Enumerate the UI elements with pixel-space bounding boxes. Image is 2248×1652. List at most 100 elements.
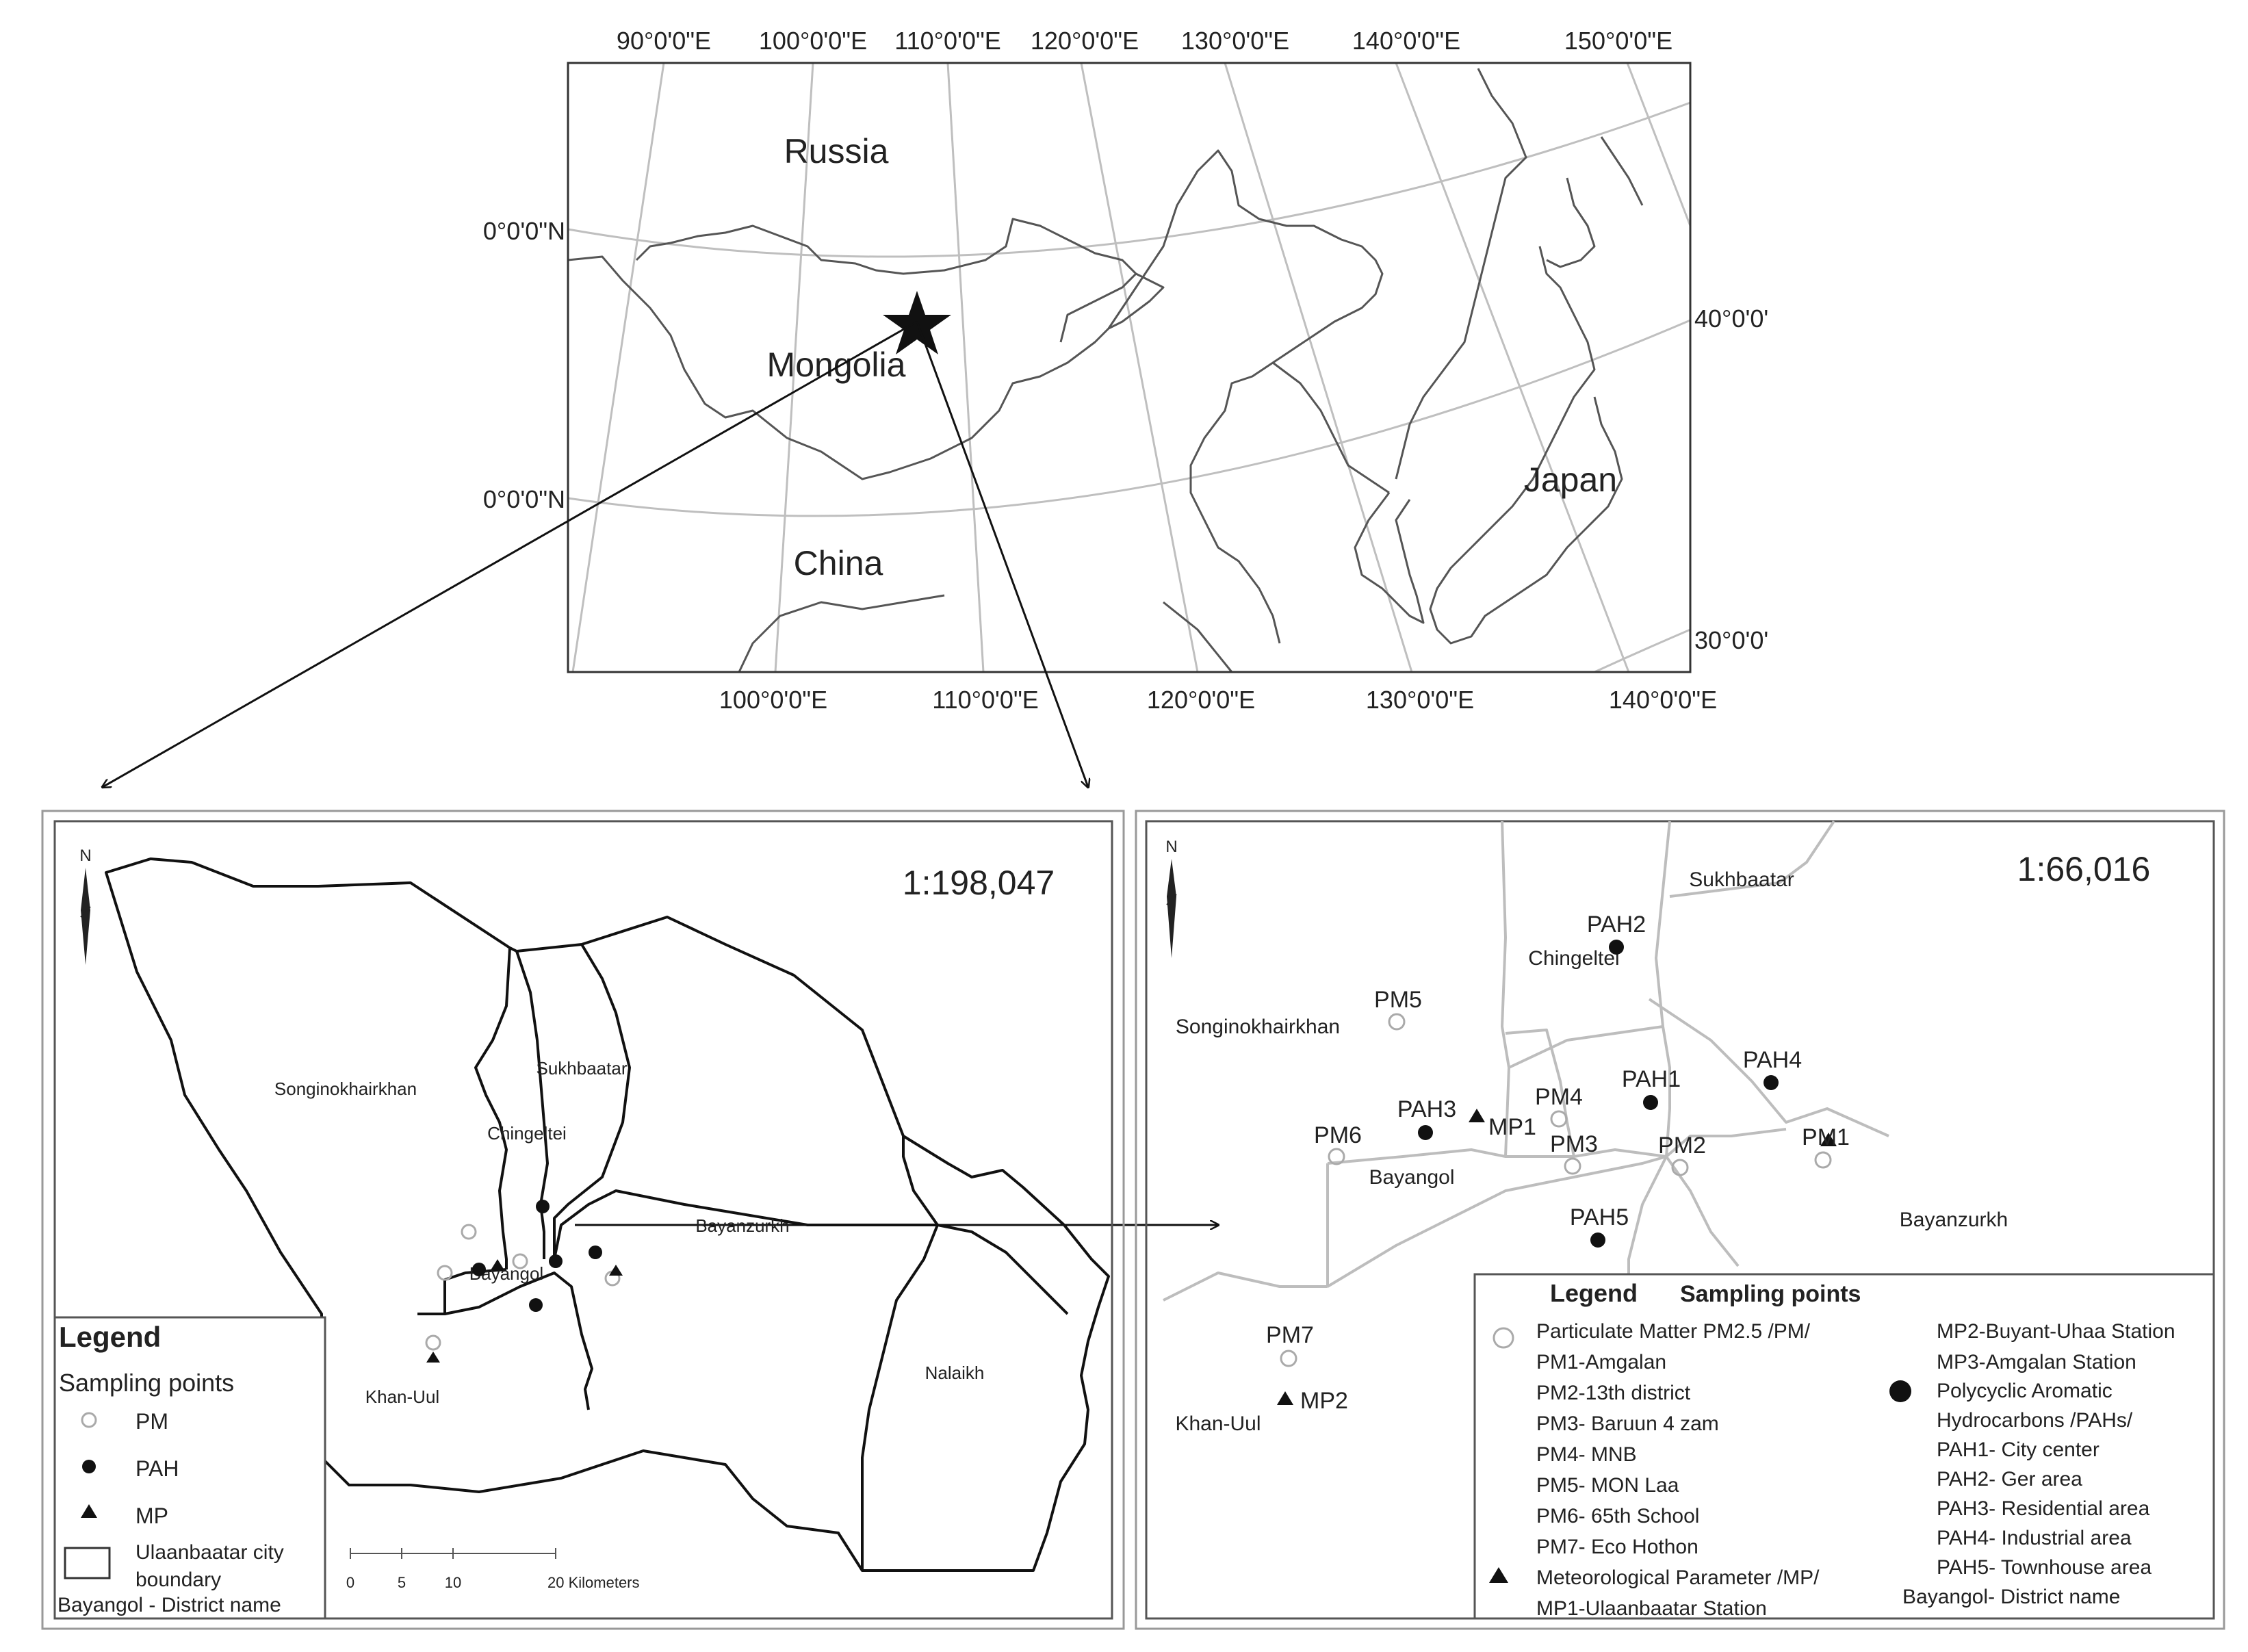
pm-marker xyxy=(461,1224,477,1240)
scale-tick-10: 10 xyxy=(445,1574,461,1591)
pah-marker xyxy=(529,1298,543,1312)
mp-marker xyxy=(1820,1133,1837,1146)
district-label-bayanzurkh: Bayanzurkh xyxy=(1900,1209,2008,1231)
overview-map: 90°0'0"E 100°0'0"E 110°0'0"E 120°0'0"E 1… xyxy=(483,27,1768,714)
legend-pah-item-4: PAH4- Industrial area xyxy=(1937,1527,2132,1549)
legend-mp-symbol xyxy=(81,1504,97,1518)
detail-map: 1:66,016 N Sukhbaatar Chingeltei Songino… xyxy=(1135,810,2225,1630)
pah-marker xyxy=(549,1254,563,1268)
mp-marker xyxy=(1469,1109,1485,1122)
connector-arrows xyxy=(103,320,1218,1225)
legend-mp-symbol xyxy=(1489,1567,1508,1583)
point-label-mp2: MP2 xyxy=(1300,1388,1348,1414)
pm-marker xyxy=(1550,1110,1568,1128)
arrow-to-detail-map xyxy=(916,321,1088,787)
country-label-japan: Japan xyxy=(1524,461,1617,499)
detail-district-boundaries xyxy=(1163,820,1889,1302)
legend-pah-title-line2: Hydrocarbons /PAHs/ xyxy=(1937,1409,2133,1432)
pm-marker xyxy=(1280,1350,1297,1367)
grat-label-bottom-100: 100°0'0"E xyxy=(719,686,827,714)
district-label-bayangol: Bayangol xyxy=(1369,1166,1454,1189)
point-label-pm3: PM3 xyxy=(1550,1131,1598,1157)
pm-marker xyxy=(1328,1148,1345,1165)
district-label-chingeltei: Chingeltei xyxy=(1528,947,1619,970)
point-label-pah2: PAH2 xyxy=(1587,912,1646,938)
pah-marker xyxy=(1763,1075,1779,1090)
graticule xyxy=(567,62,1692,673)
legend-pah-item-1: PAH1- City center xyxy=(1937,1438,2100,1461)
grat-label-left-upper: 0°0'0"N xyxy=(483,217,565,245)
city-legend-title: Legend xyxy=(59,1321,161,1353)
country-label-russia: Russia xyxy=(784,132,889,170)
grat-label-bottom-130: 130°0'0"E xyxy=(1366,686,1474,714)
city-map: 1:198,047 N Songinokhairkhan Sukhbaatar … xyxy=(41,810,1125,1630)
detail-legend-subtitle: Sampling points xyxy=(1680,1281,1861,1307)
country-label-mongolia: Mongolia xyxy=(767,346,906,384)
legend-pah-title-line1: Polycyclic Aromatic xyxy=(1937,1380,2113,1402)
pah-marker xyxy=(1609,940,1624,955)
scale-tick-0: 0 xyxy=(346,1574,354,1591)
legend-mp-item-2: MP2-Buyant-Uhaa Station xyxy=(1937,1320,2175,1343)
grat-label-top-120: 120°0'0"E xyxy=(1031,27,1139,55)
legend-mp-title: Meteorological Parameter /MP/ xyxy=(1536,1566,1820,1589)
point-label-pah5: PAH5 xyxy=(1570,1204,1629,1230)
grat-label-top-110: 110°0'0"E xyxy=(894,27,1001,55)
pm-marker xyxy=(1671,1159,1689,1176)
legend-pm-item-4: PM4- MNB xyxy=(1536,1443,1637,1466)
point-label-pm2: PM2 xyxy=(1658,1133,1706,1159)
district-label-songinokhairkhan: Songinokhairkhan xyxy=(274,1079,417,1099)
pm-marker xyxy=(512,1253,528,1269)
district-label-songinokhairkhan: Songinokhairkhan xyxy=(1176,1016,1340,1038)
grat-label-top-140: 140°0'0"E xyxy=(1352,27,1460,55)
district-label-nalaikh: Nalaikh xyxy=(925,1363,985,1383)
grat-label-bottom-120: 120°0'0"E xyxy=(1147,686,1255,714)
pm-marker xyxy=(437,1265,453,1281)
legend-boundary-symbol xyxy=(64,1547,111,1579)
legend-pm-item-6: PM6- 65th School xyxy=(1536,1505,1699,1527)
city-sampling-points xyxy=(425,1200,623,1363)
pm-marker xyxy=(1564,1157,1581,1175)
point-label-pm6: PM6 xyxy=(1314,1122,1362,1148)
graticule-left-labels: 0°0'0"N 0°0'0"N xyxy=(483,217,565,513)
legend-pm-title: Particulate Matter PM2.5 /PM/ xyxy=(1536,1320,1811,1343)
grat-label-right-40: 40°0'0' xyxy=(1694,305,1768,333)
legend-boundary-label-line2: boundary xyxy=(135,1569,221,1591)
pah-marker xyxy=(1590,1232,1605,1248)
legend-mp-item-1: MP1-Ulaanbaatar Station xyxy=(1536,1597,1767,1620)
city-map-outer-frame xyxy=(41,810,1125,1630)
district-label-sukhbaatar: Sukhbaatar xyxy=(537,1058,628,1079)
detail-map-outer-frame xyxy=(1135,810,2225,1630)
city-scale-ratio: 1:198,047 xyxy=(903,864,1055,902)
country-labels: Russia Mongolia China Japan xyxy=(767,132,1618,582)
country-label-china: China xyxy=(794,544,883,582)
point-label-pm1: PM1 xyxy=(1802,1124,1850,1150)
pm-marker xyxy=(425,1334,441,1351)
legend-pm-item-3: PM3- Baruun 4 zam xyxy=(1536,1412,1719,1435)
point-label-mp1: MP1 xyxy=(1488,1114,1536,1140)
detail-district-labels: Sukhbaatar Chingeltei Songinokhairkhan B… xyxy=(1175,868,2008,1435)
grat-label-top-90: 90°0'0"E xyxy=(617,27,711,55)
mp-marker xyxy=(1277,1391,1293,1405)
legend-pm-item-7: PM7- Eco Hothon xyxy=(1536,1536,1698,1558)
legend-pm-item-1: PM1-Amgalan xyxy=(1536,1351,1666,1373)
district-label-bayanzurkh: Bayanzurkh xyxy=(695,1215,789,1236)
point-label-pm4: PM4 xyxy=(1535,1084,1583,1110)
grat-label-left-lower: 0°0'0"N xyxy=(483,485,565,513)
graticule-right-labels: 40°0'0' 30°0'0' xyxy=(1694,305,1768,654)
point-label-pah4: PAH4 xyxy=(1743,1047,1802,1073)
pah-marker xyxy=(1643,1095,1658,1110)
mp-marker xyxy=(491,1259,504,1270)
grat-label-right-30: 30°0'0' xyxy=(1694,626,1768,654)
point-label-pah3: PAH3 xyxy=(1397,1096,1456,1122)
legend-pah-label: PAH xyxy=(135,1456,179,1481)
north-arrow-icon xyxy=(1167,859,1176,958)
district-label-chingeltei: Chingeltei xyxy=(487,1123,567,1144)
legend-pah-item-5: PAH5- Townhouse area xyxy=(1937,1556,2152,1579)
pm-marker xyxy=(1814,1151,1832,1169)
grat-label-bottom-140: 140°0'0"E xyxy=(1609,686,1717,714)
legend-district-note: Bayangol- District name xyxy=(1902,1586,2120,1608)
point-label-pah1: PAH1 xyxy=(1622,1066,1681,1092)
north-arrow-right: N xyxy=(1165,838,1178,958)
district-label-sukhbaatar: Sukhbaatar xyxy=(1689,868,1794,891)
